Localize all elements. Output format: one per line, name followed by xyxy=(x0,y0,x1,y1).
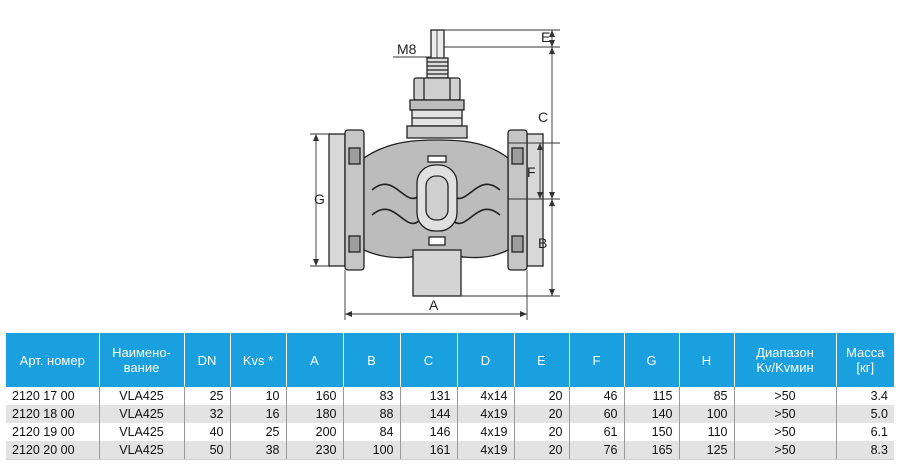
header-kvs: Kvs * xyxy=(230,333,287,387)
cell-b: 83 xyxy=(343,387,401,405)
cell-f: 76 xyxy=(569,441,625,460)
label-dim-f: F xyxy=(527,164,536,180)
header-a: A xyxy=(286,333,344,387)
cell-a: 200 xyxy=(286,423,344,441)
stem-thread-section xyxy=(426,57,449,79)
label-m8: M8 xyxy=(397,41,417,57)
bottom-boss xyxy=(412,249,462,297)
cell-mass: 8.3 xyxy=(836,441,894,460)
table-row: 2120 17 00 VLA425 25 10 160 83 131 4x14 … xyxy=(6,387,894,405)
cell-name: VLA425 xyxy=(99,441,185,460)
cell-mass: 5.0 xyxy=(836,405,894,423)
cell-f: 61 xyxy=(569,423,625,441)
cell-kv-range: >50 xyxy=(734,423,837,441)
cell-kvs: 25 xyxy=(230,423,287,441)
cell-c: 144 xyxy=(400,405,458,423)
label-dim-b: B xyxy=(538,235,547,251)
cell-c: 146 xyxy=(400,423,458,441)
cell-h: 100 xyxy=(679,405,735,423)
cell-name: VLA425 xyxy=(99,423,185,441)
cell-g: 140 xyxy=(624,405,680,423)
cell-e: 20 xyxy=(514,387,570,405)
cell-e: 20 xyxy=(514,405,570,423)
cell-h: 85 xyxy=(679,387,735,405)
header-kv-range: Диапазон Kv/Kvмин xyxy=(734,333,837,387)
valve-technical-drawing: M8 E C F B G A xyxy=(310,29,560,320)
cell-kvs: 10 xyxy=(230,387,287,405)
cell-d: 4x19 xyxy=(457,405,515,423)
cell-kv-range: >50 xyxy=(734,387,837,405)
cell-d: 4x19 xyxy=(457,441,515,460)
table-row: 2120 18 00 VLA425 32 16 180 88 144 4x19 … xyxy=(6,405,894,423)
cell-h: 110 xyxy=(679,423,735,441)
table-row: 2120 20 00 VLA425 50 38 230 100 161 4x19… xyxy=(6,441,894,460)
cell-g: 115 xyxy=(624,387,680,405)
cell-c: 131 xyxy=(400,387,458,405)
cell-article-number: 2120 17 00 xyxy=(6,387,100,405)
cell-mass: 6.1 xyxy=(836,423,894,441)
cell-a: 230 xyxy=(286,441,344,460)
cell-d: 4x14 xyxy=(457,387,515,405)
cell-b: 88 xyxy=(343,405,401,423)
left-flange xyxy=(328,129,365,271)
cell-article-number: 2120 19 00 xyxy=(6,423,100,441)
cell-c: 161 xyxy=(400,441,458,460)
cell-f: 46 xyxy=(569,387,625,405)
cell-a: 180 xyxy=(286,405,344,423)
cell-mass: 3.4 xyxy=(836,387,894,405)
cell-name: VLA425 xyxy=(99,387,185,405)
table-row: 2120 19 00 VLA425 40 25 200 84 146 4x19 … xyxy=(6,423,894,441)
cell-article-number: 2120 20 00 xyxy=(6,441,100,460)
header-e: E xyxy=(514,333,570,387)
cell-g: 150 xyxy=(624,423,680,441)
cell-dn: 32 xyxy=(184,405,231,423)
header-article-number: Арт. номер xyxy=(6,333,100,387)
cell-kvs: 16 xyxy=(230,405,287,423)
cell-h: 125 xyxy=(679,441,735,460)
cell-g: 165 xyxy=(624,441,680,460)
header-f: F xyxy=(569,333,625,387)
cell-f: 60 xyxy=(569,405,625,423)
cell-kvs: 38 xyxy=(230,441,287,460)
header-c: C xyxy=(400,333,458,387)
cell-kv-range: >50 xyxy=(734,441,837,460)
cell-e: 20 xyxy=(514,423,570,441)
cell-a: 160 xyxy=(286,387,344,405)
header-d: D xyxy=(457,333,515,387)
label-dim-e: E xyxy=(541,29,550,45)
label-dim-c: C xyxy=(538,109,548,125)
header-mass: Масса [кг] xyxy=(836,333,894,387)
table-header-row: Арт. номер Наимено- вание DN Kvs * A B C… xyxy=(6,333,894,387)
cell-e: 20 xyxy=(514,441,570,460)
spec-table: Арт. номер Наимено- вание DN Kvs * A B C… xyxy=(6,333,894,460)
label-dim-a: A xyxy=(429,297,439,313)
header-g: G xyxy=(624,333,680,387)
cell-b: 84 xyxy=(343,423,401,441)
cell-name: VLA425 xyxy=(99,405,185,423)
cell-dn: 50 xyxy=(184,441,231,460)
gland-nut xyxy=(406,77,468,139)
header-h: H xyxy=(679,333,735,387)
cell-article-number: 2120 18 00 xyxy=(6,405,100,423)
header-dn: DN xyxy=(184,333,231,387)
header-b: B xyxy=(343,333,401,387)
cell-b: 100 xyxy=(343,441,401,460)
label-dim-g: G xyxy=(314,191,325,207)
cell-dn: 40 xyxy=(184,423,231,441)
valve-body xyxy=(363,139,509,259)
cell-d: 4x19 xyxy=(457,423,515,441)
cell-dn: 25 xyxy=(184,387,231,405)
header-name: Наимено- вание xyxy=(99,333,185,387)
cell-kv-range: >50 xyxy=(734,405,837,423)
